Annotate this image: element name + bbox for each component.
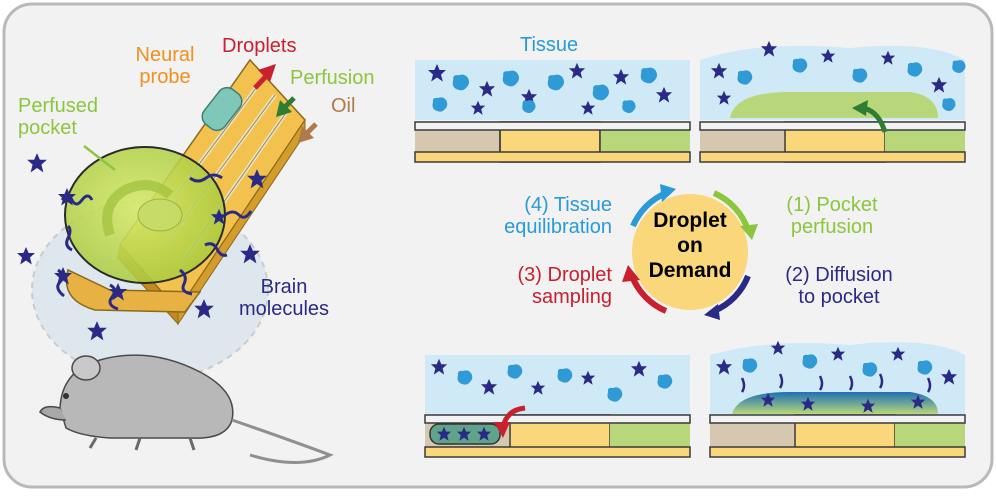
panel-tissue-baseline [414,60,691,163]
flow-arrows [253,64,318,143]
panel-pocket-perfusion [699,40,966,163]
step3-label: (3) Droplet sampling [517,264,612,308]
mouse-illustration [39,354,334,464]
brain-molecules-label: Brain molecules [238,276,330,320]
step1-label: (1) Pocket perfusion [786,194,878,238]
panel-diffusion [709,340,966,458]
perfusion-label: Perfusion [290,67,375,89]
perfused-pocket-pointer [83,145,116,171]
cycle-center-label: Droplet on Demand [648,209,732,282]
panel-droplet-sampling [424,355,691,458]
droplets-label: Droplets [222,35,297,57]
neural-probe-label: Neural probe [135,44,195,88]
device-illustration [17,58,334,464]
oil-label: Oil [331,95,356,117]
tissue-label: Tissue [520,34,579,56]
perfused-pocket-label: Perfused pocket [18,95,99,139]
droplet-on-demand-cycle [622,184,758,320]
step2-label: (2) Diffusion to pocket [785,264,893,308]
step4-label: (4) Tissue equilibration [504,194,612,238]
